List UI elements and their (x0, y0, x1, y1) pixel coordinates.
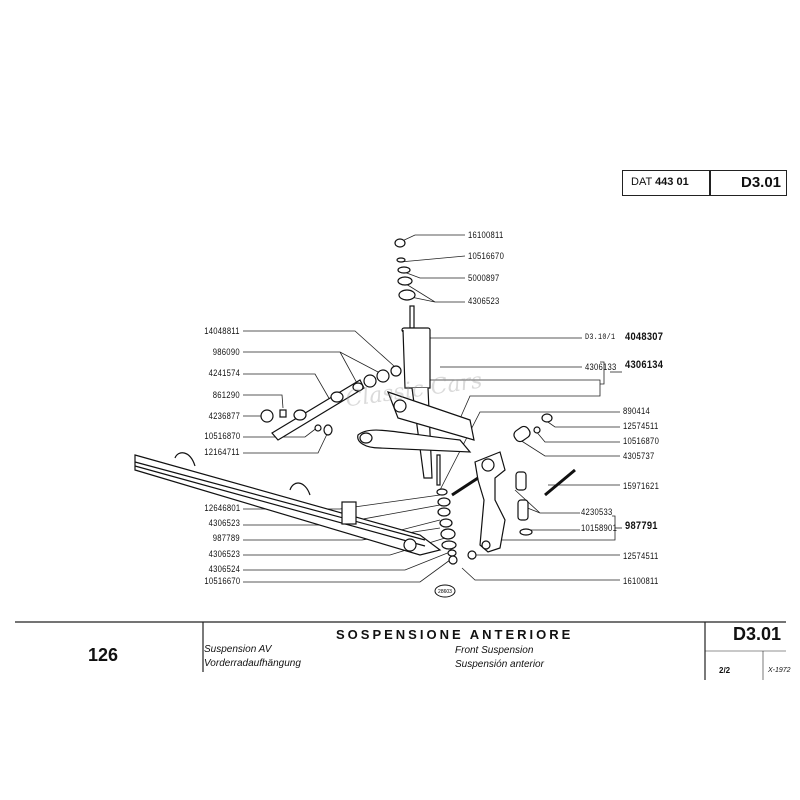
part-number: 10516670 (468, 251, 505, 261)
part-number: 16100811 (468, 230, 504, 240)
part-number: 12574511 (623, 421, 659, 431)
svg-text:28603: 28603 (438, 589, 452, 595)
part-number: 4306524 (208, 564, 240, 574)
part-number: 10516870 (203, 431, 240, 441)
stamp: 28603 (434, 584, 456, 598)
part-number-kit: 987791 (625, 520, 658, 532)
part-number: 4306523 (208, 518, 240, 528)
shock-reference: D3.10/1 (585, 333, 616, 342)
part-number: 861290 (212, 390, 240, 400)
document-code-box: DAT 443 01 D3.01 (622, 170, 787, 196)
page-number: 126 (88, 645, 119, 665)
section-code: D3.01 (741, 174, 782, 191)
part-number-arm: 4306134 (625, 359, 664, 371)
section-title: SOSPENSIONE ANTERIORE (336, 627, 574, 642)
part-number: 16100811 (623, 576, 659, 586)
part-number: 14048811 (204, 326, 240, 336)
part-number: 4306133 (585, 362, 617, 372)
title-spanish: Suspensión anterior (455, 659, 544, 670)
part-number-shock: 4048307 (625, 331, 664, 343)
part-number: 986090 (212, 347, 240, 357)
part-number: 15971621 (623, 481, 660, 491)
title-english: Front Suspension (455, 645, 534, 656)
part-number: 12574511 (623, 551, 659, 561)
edition-date: X-1972 (768, 667, 791, 674)
part-number: 12646801 (203, 503, 240, 513)
part-number: 12164711 (204, 447, 240, 457)
part-number: 987789 (212, 533, 240, 543)
divider (709, 171, 711, 195)
part-number: 10516870 (623, 436, 660, 446)
title-french: Suspension AV (204, 644, 272, 655)
part-number: 4305737 (623, 451, 655, 461)
title-german: Vorderradaufhängung (204, 658, 301, 669)
sheet-number: 2/2 (719, 666, 731, 675)
part-number: 4241574 (208, 368, 240, 378)
part-number: 5000897 (468, 273, 500, 283)
part-number: 4236877 (208, 411, 240, 421)
dat-reference: DAT 443 01 (631, 176, 689, 188)
part-number: 890414 (623, 406, 651, 416)
parts-drawing (134, 238, 576, 565)
part-number: 4306523 (208, 549, 240, 559)
part-number: 10516670 (203, 576, 240, 586)
footer-section-code: D3.01 (733, 624, 782, 644)
part-number: 10158901 (581, 523, 618, 533)
part-number: 4230533 (581, 507, 613, 517)
part-number: 4306523 (468, 296, 500, 306)
